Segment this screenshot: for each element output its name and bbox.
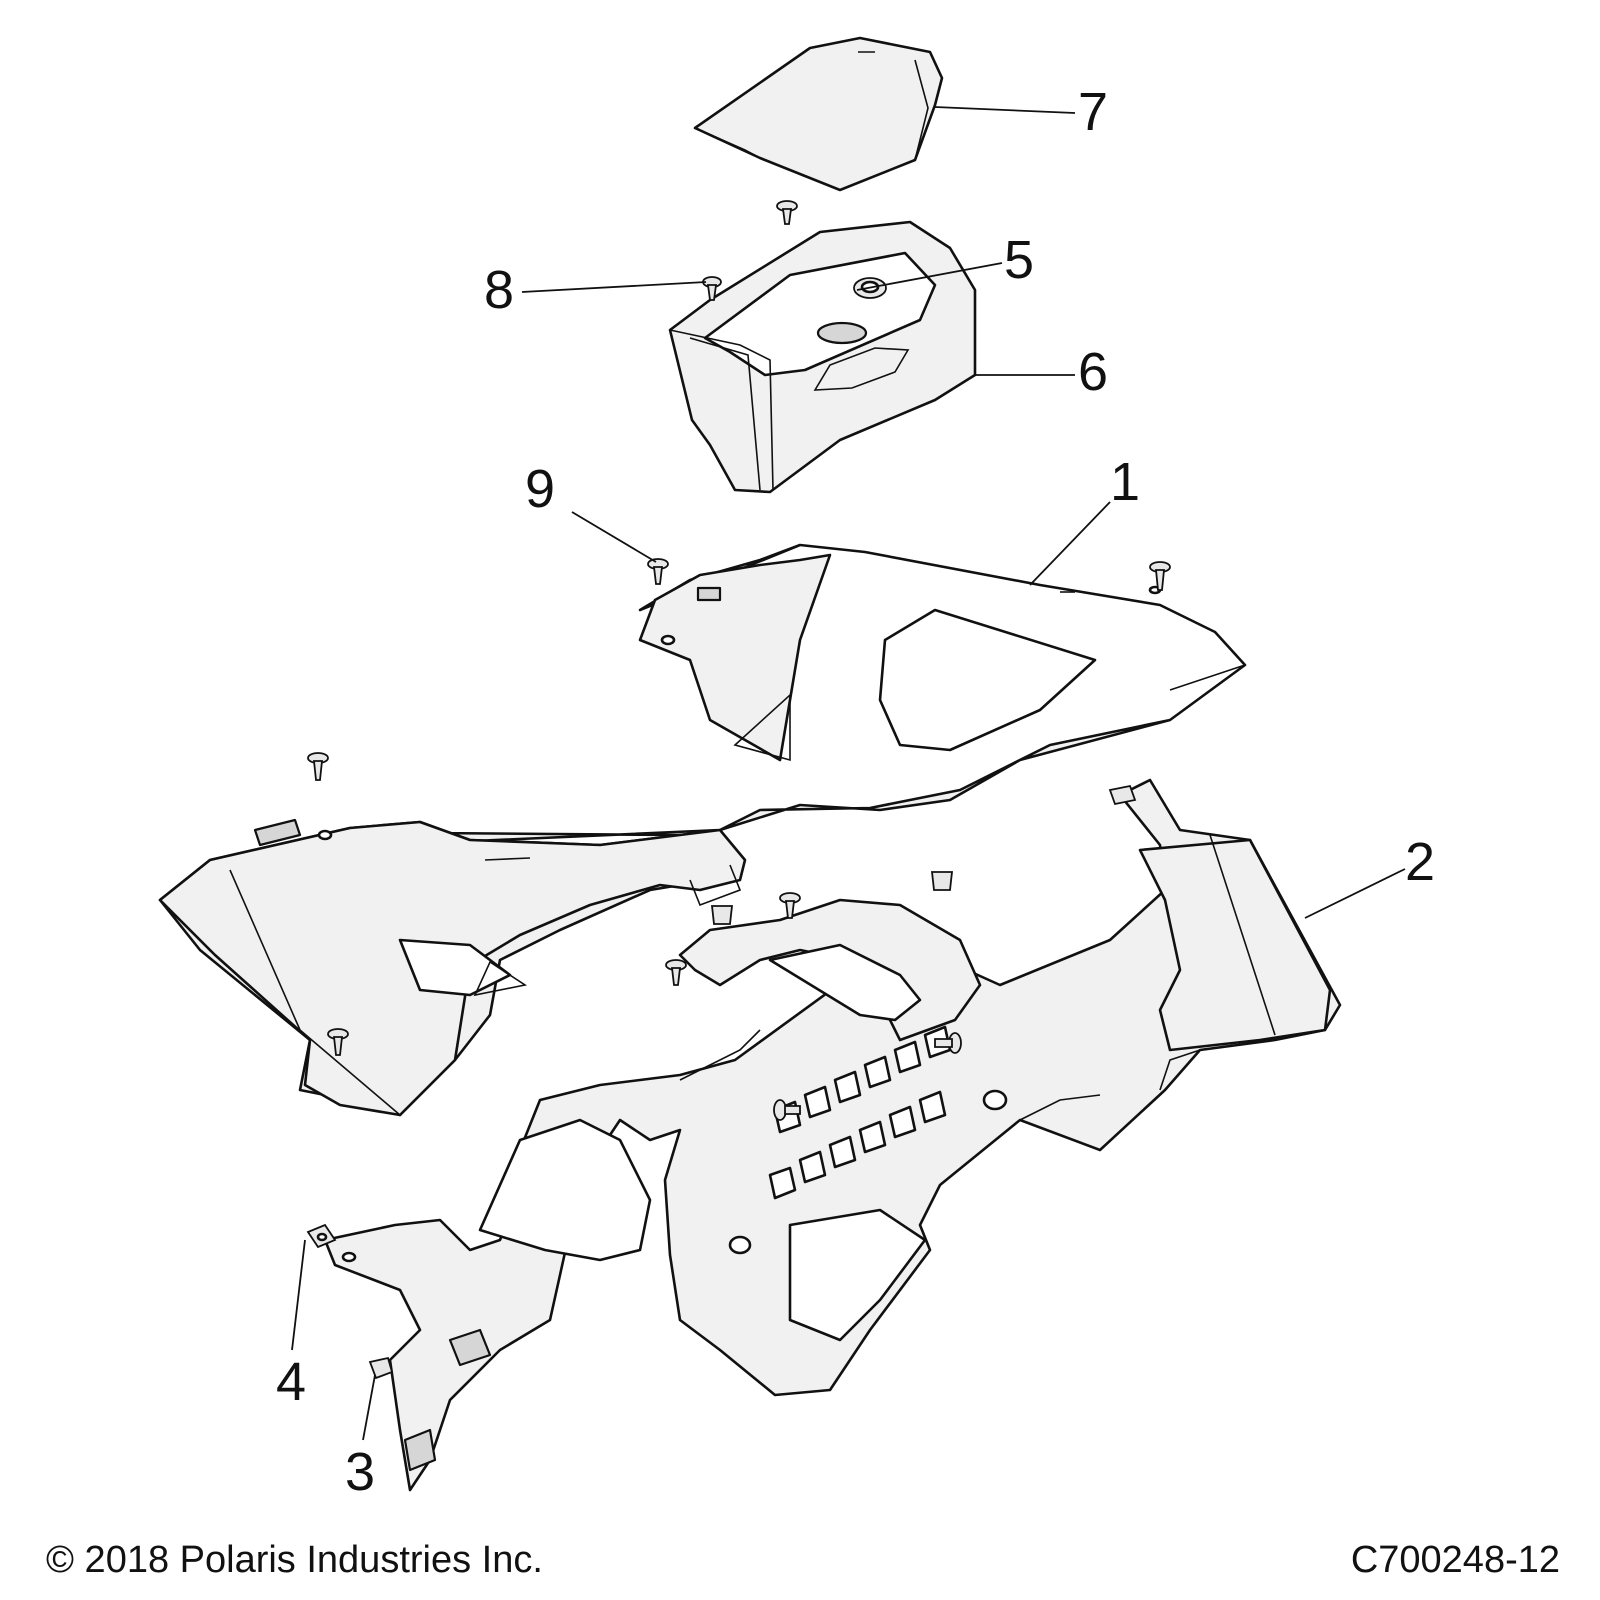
drawing-number: C700248-12 <box>1350 1539 1560 1581</box>
callout-1: 1 <box>1110 452 1140 512</box>
lower-dash-panel <box>323 778 1342 1492</box>
callout-7: 7 <box>1078 82 1108 142</box>
push-rivet-8 <box>702 276 722 301</box>
clip-left-arm <box>710 905 734 925</box>
screw-dash-mid-left <box>665 959 687 986</box>
screw-dash-center <box>773 1099 801 1121</box>
screw-left-lower <box>327 1028 349 1056</box>
callout-labels: 7 5 8 6 9 1 2 4 3 <box>276 82 1435 1502</box>
storage-bin <box>668 220 977 494</box>
callout-8: 8 <box>484 260 514 320</box>
dash-vents <box>768 1025 952 1200</box>
screw-right-upper <box>1149 561 1171 591</box>
copyright-notice: © 2018 Polaris Industries Inc. <box>46 1539 543 1581</box>
clip-3 <box>368 1356 394 1380</box>
push-rivet-9 <box>647 558 669 585</box>
callout-2: 2 <box>1405 832 1435 892</box>
upper-dash-panel <box>158 543 1247 1117</box>
push-rivet-lid <box>776 200 798 225</box>
screw-dash-top-left <box>779 892 801 919</box>
callout-5: 5 <box>1004 230 1034 290</box>
callout-4: 4 <box>276 1352 306 1412</box>
clip-center <box>930 871 954 891</box>
callout-9: 9 <box>525 459 555 519</box>
screw-left-upper <box>307 752 329 781</box>
callout-6: 6 <box>1078 342 1108 402</box>
screw-dash-right <box>934 1032 962 1054</box>
bracket-nut-4 <box>306 1223 337 1249</box>
storage-lid <box>693 36 944 192</box>
clip-right <box>1108 784 1137 806</box>
leader-lines <box>291 106 1406 1441</box>
callout-3: 3 <box>345 1442 375 1502</box>
